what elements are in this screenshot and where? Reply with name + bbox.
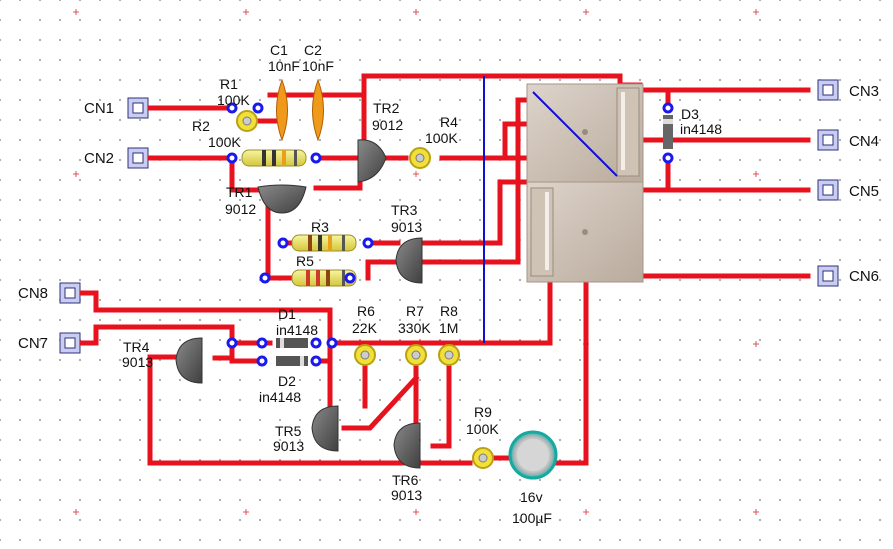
- label-r8-ref: R8: [440, 303, 458, 319]
- transistor-tr1: [257, 184, 307, 214]
- label-c1-ref: C1: [270, 42, 288, 58]
- label-r9-val: 100K: [466, 421, 499, 437]
- label-cn5: CN5: [849, 183, 879, 200]
- label-r3-ref: R3: [311, 219, 329, 235]
- label-tr1-ref: TR1: [226, 184, 253, 200]
- transistor-tr6: [393, 422, 421, 469]
- label-r4-val: 100K: [425, 130, 458, 146]
- label-cn8: CN8: [18, 285, 48, 302]
- label-tr6-ref: TR6: [392, 472, 419, 488]
- label-d3-val: in4148: [680, 121, 722, 137]
- label-r1-ref: R1: [220, 76, 238, 92]
- label-r5-ref: R5: [296, 253, 314, 269]
- label-r6-val: 22K: [352, 320, 378, 336]
- label-cap-value: 100µF: [512, 510, 552, 526]
- connector-cn3: [817, 79, 839, 101]
- resistor-r5: [291, 269, 357, 287]
- capacitor-c1: [276, 78, 288, 142]
- connector-cn4: [817, 129, 839, 151]
- label-tr4-ref: TR4: [123, 339, 150, 355]
- capacitor-c2: [312, 78, 324, 142]
- label-tr3-ref: TR3: [391, 202, 418, 218]
- label-r2-val: 100K: [208, 134, 241, 150]
- transistor-tr3: [395, 237, 423, 284]
- label-tr5-val: 9013: [273, 438, 304, 454]
- relay-top: [526, 83, 644, 183]
- solder-pads: [226, 102, 674, 367]
- diode-d3: [663, 115, 673, 149]
- connector-cn1: [127, 97, 162, 119]
- connector-cn8: [59, 282, 96, 304]
- transistor-tr4: [175, 337, 203, 384]
- label-c2-ref: C2: [304, 42, 322, 58]
- label-c2-val: 10nF: [302, 58, 334, 74]
- label-r7-ref: R7: [406, 303, 424, 319]
- label-r8-val: 1M: [439, 320, 458, 336]
- label-d1-val: in4148: [276, 322, 318, 338]
- label-tr4-val: 9013: [122, 354, 153, 370]
- label-tr6-val: 9013: [391, 487, 422, 503]
- label-tr2-val: 9012: [372, 117, 403, 133]
- connector-cn2: [127, 147, 162, 169]
- relay-bottom: [526, 181, 644, 283]
- resistor-r3: [291, 234, 357, 252]
- label-d2-val: in4148: [259, 389, 301, 405]
- connector-cn6: [817, 265, 839, 287]
- label-tr2-ref: TR2: [373, 100, 400, 116]
- label-r6-ref: R6: [357, 303, 375, 319]
- label-cn2: CN2: [84, 150, 114, 167]
- resistor-r2: [241, 149, 307, 167]
- label-tr1-val: 9012: [225, 201, 256, 217]
- label-cn7: CN7: [18, 335, 48, 352]
- label-c1-val: 10nF: [268, 58, 300, 74]
- transistor-tr2: [357, 139, 387, 183]
- label-tr5-ref: TR5: [275, 423, 302, 439]
- connector-cn5: [817, 179, 839, 201]
- diode-d1: [276, 338, 308, 348]
- label-r4-ref: R4: [440, 114, 458, 130]
- connector-cn7: [59, 332, 96, 354]
- label-r9-ref: R9: [474, 404, 492, 420]
- diode-d2: [276, 356, 308, 366]
- label-d2-ref: D2: [278, 373, 296, 389]
- label-r2-ref: R2: [192, 118, 210, 134]
- label-cn6: CN6: [849, 268, 879, 285]
- label-r7-val: 330K: [398, 320, 431, 336]
- label-cn1: CN1: [84, 100, 114, 117]
- label-d1-ref: D1: [278, 306, 296, 322]
- transistor-tr5: [311, 405, 339, 452]
- label-cap-voltage: 16v: [520, 489, 543, 505]
- electrolytic-capacitor: [508, 430, 558, 480]
- label-cn3: CN3: [849, 83, 879, 100]
- label-cn4: CN4: [849, 133, 879, 150]
- label-d3-ref: D3: [681, 106, 699, 122]
- label-r1-val: 100K: [217, 92, 250, 108]
- label-tr3-val: 9013: [391, 219, 422, 235]
